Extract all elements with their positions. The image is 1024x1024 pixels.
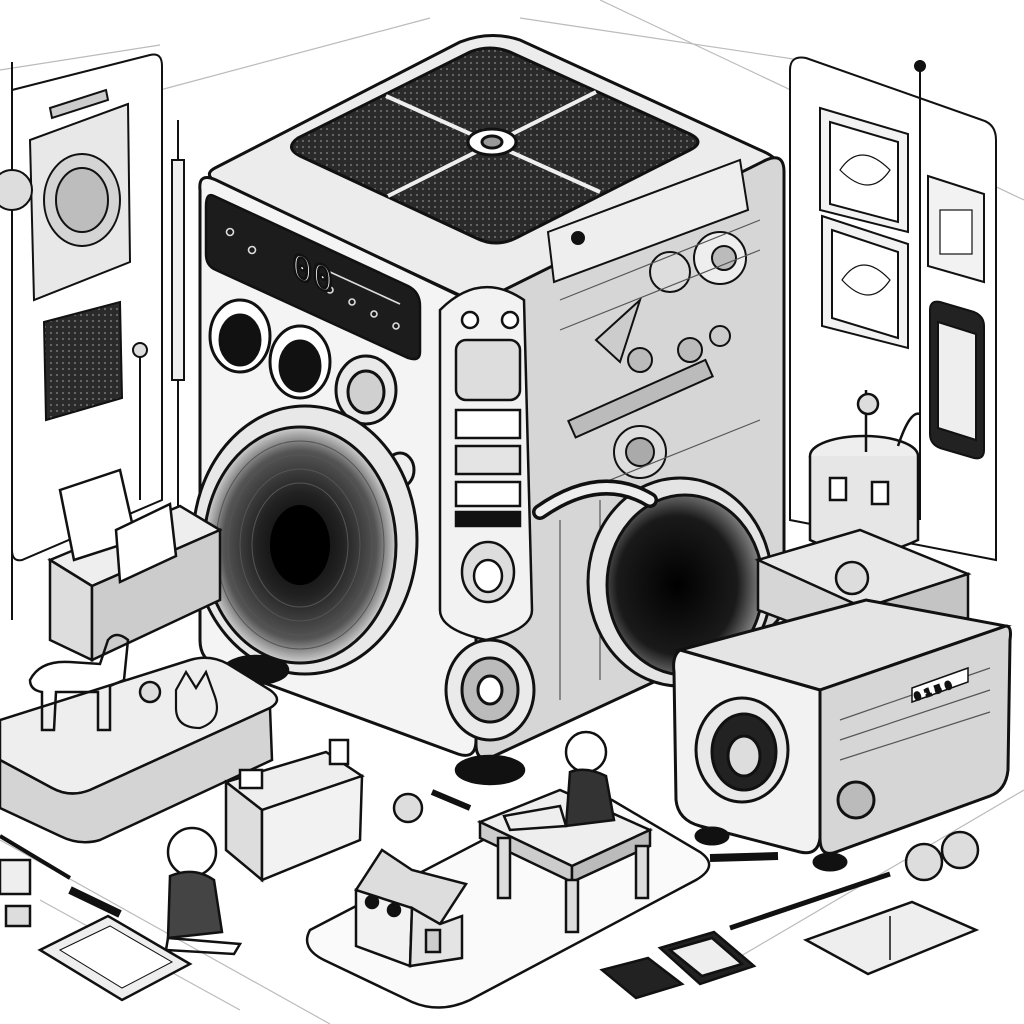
radio-device: 0 1 5 0 — [672, 390, 1012, 872]
toy-wheels-icon — [0, 792, 980, 928]
child-figure-2-icon — [164, 826, 243, 956]
wall-speaker-icon — [28, 88, 132, 302]
smartphone-icon — [914, 60, 985, 520]
toy-shelf-upper — [47, 468, 223, 662]
center-column — [438, 285, 534, 642]
picture-frame-icon — [819, 106, 985, 350]
child-table — [476, 788, 654, 934]
toy-house-icon — [354, 848, 468, 968]
antenna-icon — [0, 62, 185, 620]
book-icon — [37, 900, 980, 1002]
radio-body: 0 1 5 0 — [672, 598, 1012, 872]
tablet-icon — [599, 930, 757, 1000]
speaker-cabinet: 00 — [191, 34, 786, 786]
tweeter-lower-icon — [444, 638, 536, 742]
control-panel: 00 — [204, 193, 422, 361]
rocking-horse-icon — [28, 633, 162, 732]
pencil-icon — [0, 789, 891, 931]
toy-tray — [0, 656, 279, 844]
toy-box-icon — [223, 738, 365, 883]
machinery-detail — [546, 158, 761, 700]
child-figure-icon — [502, 730, 616, 832]
side-woofer-icon — [586, 476, 774, 688]
wall-mesh-panel — [42, 300, 124, 422]
toy-cat-icon — [174, 669, 218, 730]
woofer-icon — [191, 404, 419, 676]
